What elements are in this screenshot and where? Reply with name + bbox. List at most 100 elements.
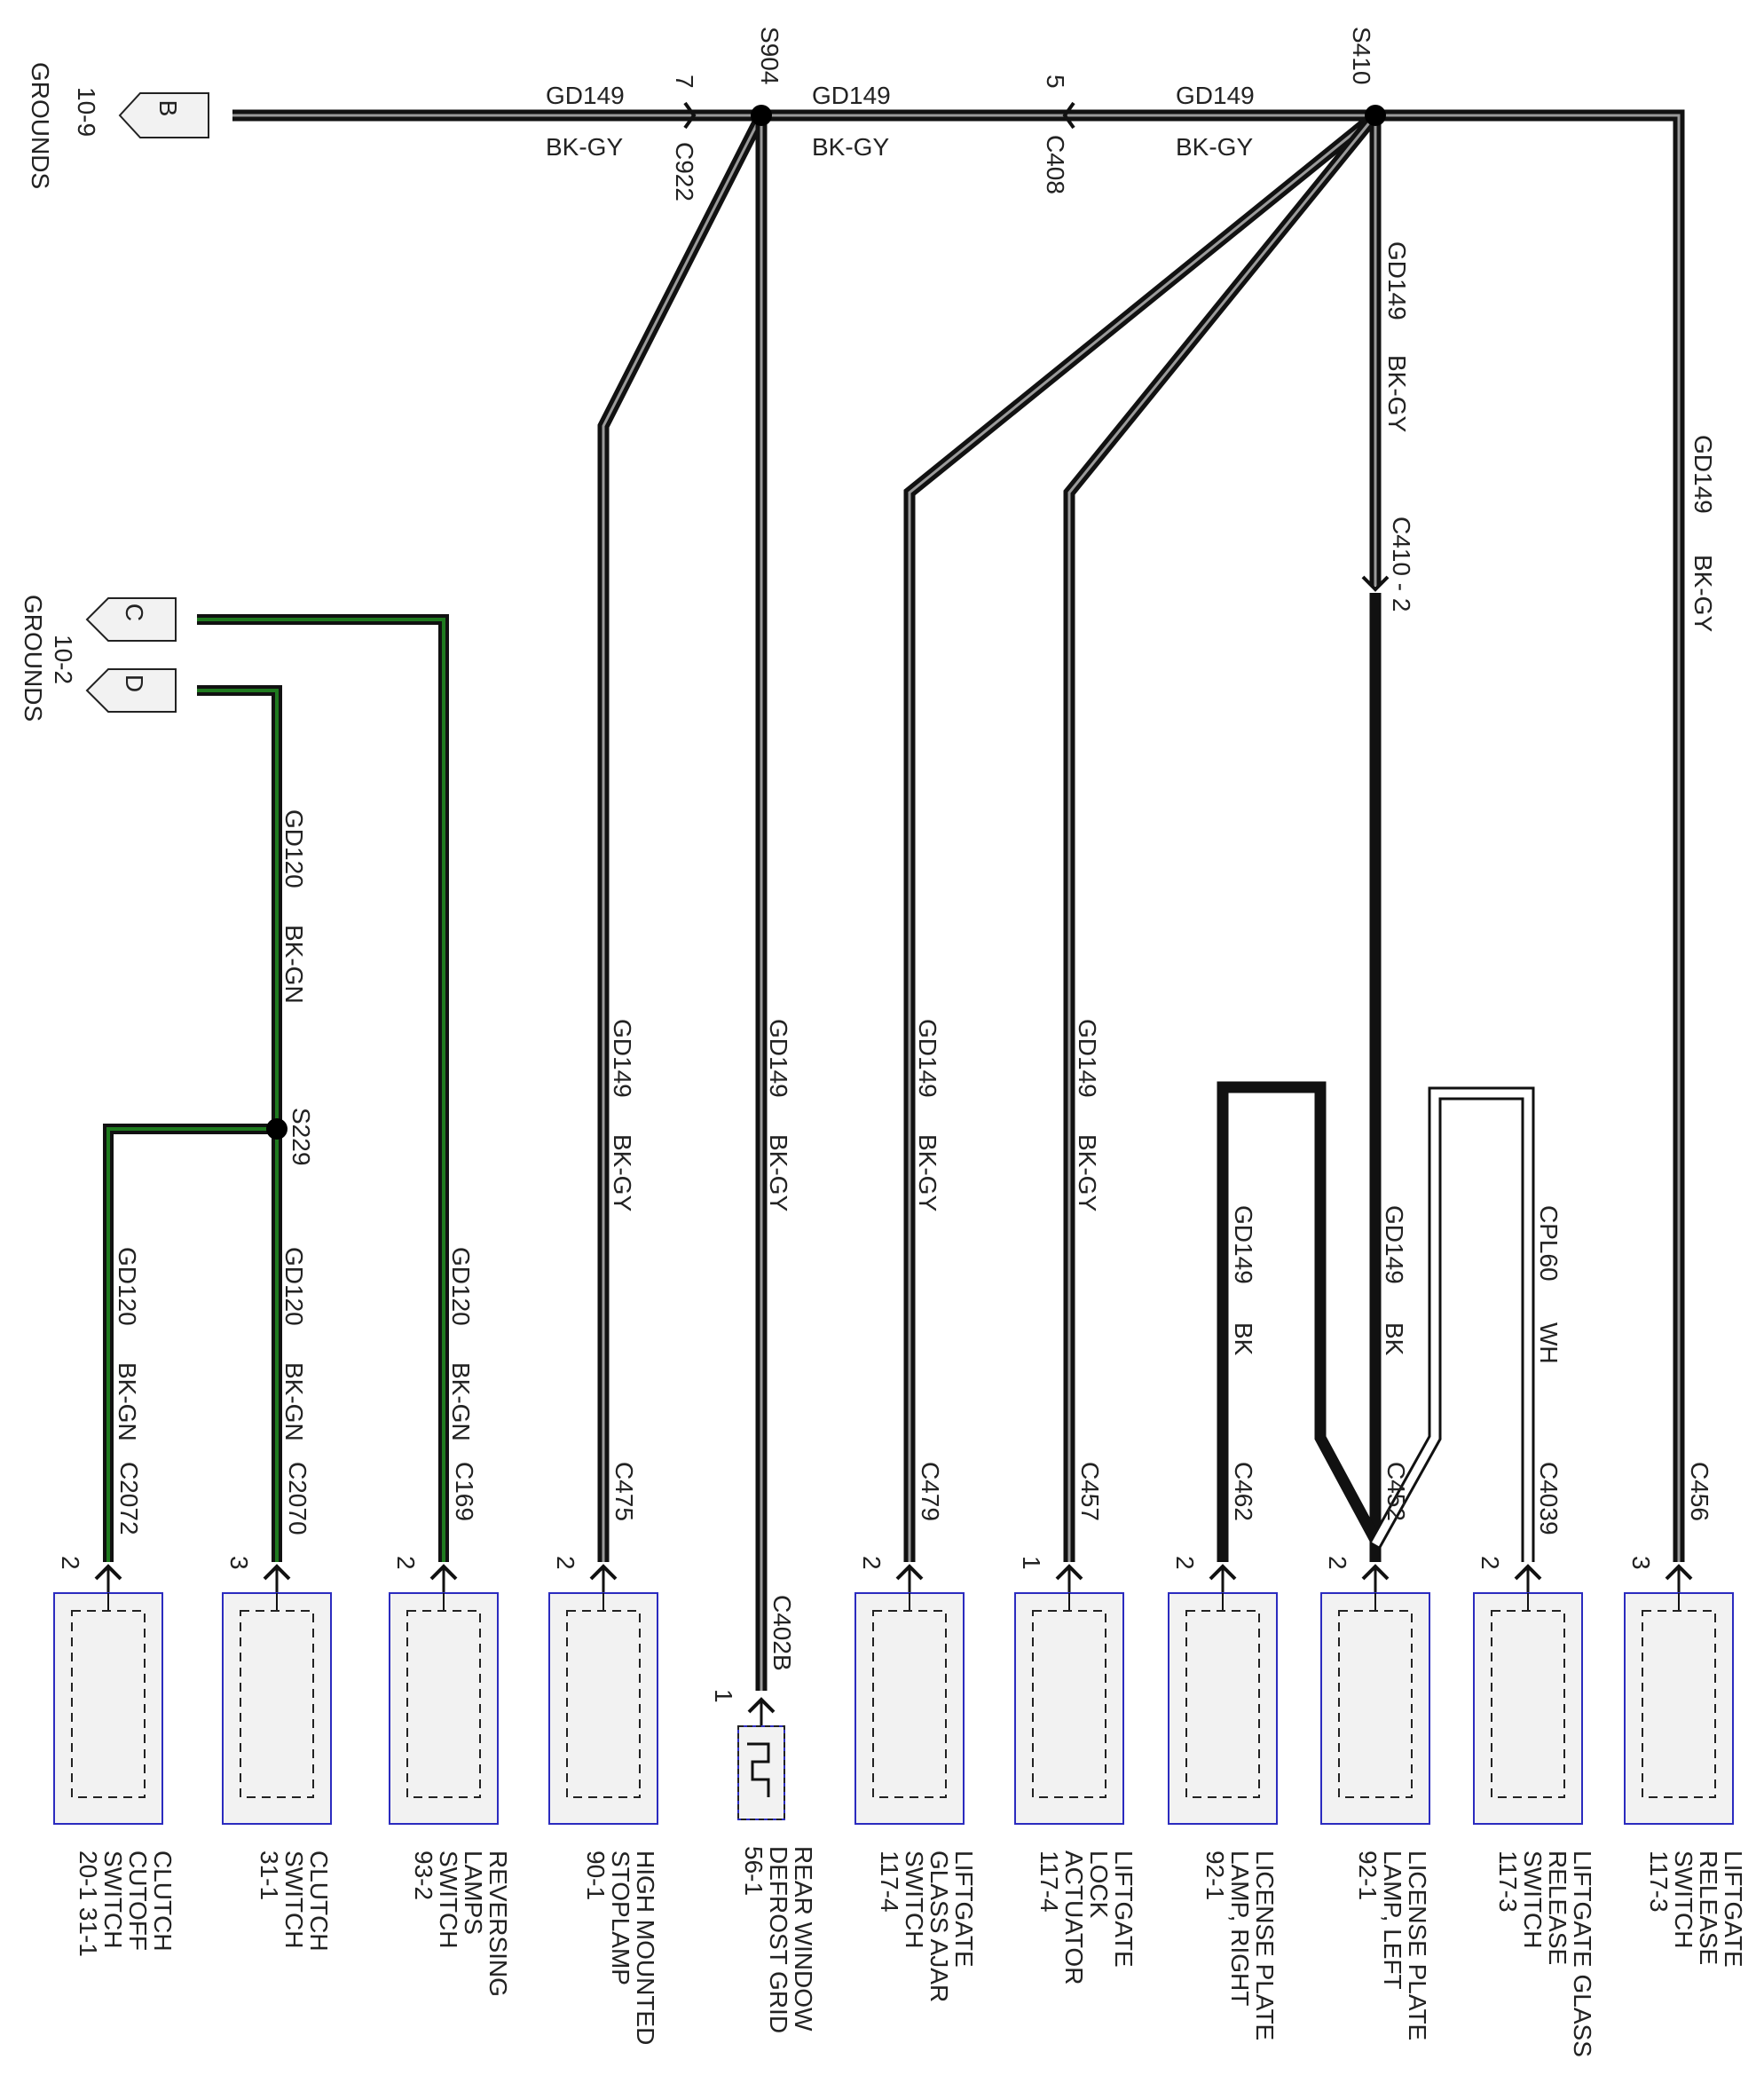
component-inner-dashed xyxy=(1642,1610,1716,1798)
component-name-line: SWITCH xyxy=(280,1850,308,1948)
ground-ref-d[interactable]: D xyxy=(85,668,177,713)
connector-arrow-icon xyxy=(94,1564,122,1581)
component-inner-dashed xyxy=(71,1610,146,1798)
component-pin-label: 2 xyxy=(392,1556,420,1570)
component-name-line: LIFTGATE GLASS xyxy=(1569,1850,1596,2057)
component-connector-label: C402B xyxy=(768,1595,796,1671)
component-name-line: 117-4 xyxy=(1036,1850,1063,1913)
wire-s410-to-c479 xyxy=(903,110,1380,1562)
wire-9-color: BK-GN xyxy=(447,1362,475,1441)
component-connector-label: C479 xyxy=(917,1462,944,1521)
component-body xyxy=(548,1592,658,1825)
connector-arrow-icon xyxy=(263,1564,291,1581)
ground-ref-b-page: 10-9 xyxy=(73,87,100,137)
connector-c922-label: C922 xyxy=(671,142,698,201)
ground-ref-b[interactable]: B xyxy=(118,92,209,138)
component-pin-label: 2 xyxy=(1324,1556,1351,1570)
wire-4-circuit: GD149 xyxy=(1383,241,1411,320)
component-body xyxy=(1168,1592,1278,1825)
component-name-line: 90-1 xyxy=(582,1850,610,1900)
component-connector-label: C456 xyxy=(1686,1462,1713,1521)
connector-c408-icon xyxy=(1062,101,1075,130)
wire-s229-to-c2072 xyxy=(103,1124,277,1562)
connector-arrow-icon xyxy=(589,1564,618,1581)
connector-arrow-icon xyxy=(1055,1564,1083,1581)
component-name-line: CUTOFF xyxy=(124,1850,152,1951)
wire-7-color: BK-GN xyxy=(114,1362,141,1441)
component-pin-label: 2 xyxy=(1171,1556,1199,1570)
ground-ref-b-letter: B xyxy=(154,100,182,117)
ground-ref-c[interactable]: C xyxy=(85,597,177,642)
component-name-line: SWITCH xyxy=(1519,1850,1547,1948)
component-pin-label: 1 xyxy=(1018,1556,1045,1570)
ground-ref-c-letter: C xyxy=(121,604,148,621)
wires-bk xyxy=(1217,593,1382,1562)
wire-16-color: WH xyxy=(1535,1322,1563,1364)
component-name-line: ACTUATOR xyxy=(1060,1850,1088,1984)
component-name-line: REAR WINDOW xyxy=(790,1846,817,2032)
connector-c410-icon xyxy=(1361,575,1390,592)
component-pin-label: 2 xyxy=(552,1556,579,1570)
component-body xyxy=(1014,1592,1124,1825)
connector-arrow-icon xyxy=(747,1697,776,1714)
component-name-line: SWITCH xyxy=(1670,1850,1697,1948)
splice-s410-label: S410 xyxy=(1348,27,1375,84)
component-name-line: RELEASE xyxy=(1695,1850,1722,1965)
component-inner-dashed xyxy=(872,1610,947,1798)
component-name-line: REVERSING xyxy=(484,1850,512,1997)
ground-ref-d-title: GROUNDS xyxy=(20,595,47,722)
component-inner-dashed xyxy=(1185,1610,1260,1798)
component-name-line: 117-3 xyxy=(1494,1850,1522,1913)
connector-arrow-icon xyxy=(1514,1564,1542,1581)
component-name-line: HIGH MOUNTED xyxy=(632,1850,659,2045)
wire-9-circuit: GD120 xyxy=(447,1247,475,1326)
component-name-line: SWITCH xyxy=(901,1850,928,1948)
wires-bk-gy xyxy=(232,109,1685,1691)
component-connector-label: C2070 xyxy=(284,1462,311,1535)
connector-arrow-icon xyxy=(1665,1564,1693,1581)
component-inner-dashed xyxy=(1032,1610,1106,1798)
wire-10-circuit: GD149 xyxy=(609,1019,636,1098)
wire-15-circuit: GD149 xyxy=(1381,1205,1408,1284)
wire-6-circuit: GD120 xyxy=(280,809,308,888)
wire-c452-to-c462 xyxy=(1217,1081,1381,1562)
splice-s229-label: S229 xyxy=(287,1108,315,1165)
component-name-line: LICENSE PLATE xyxy=(1251,1850,1279,2040)
wire-10-color: BK-GY xyxy=(609,1134,636,1211)
component-connector-label: C2072 xyxy=(115,1462,143,1535)
component-name-line: LIFTGATE xyxy=(950,1850,978,1968)
wire-2-color: BK-GY xyxy=(812,133,889,161)
component-name-line: LAMP, LEFT xyxy=(1379,1850,1406,1990)
wire-1-circuit: GD149 xyxy=(546,82,625,109)
component-name-line: 56-1 xyxy=(740,1846,768,1896)
component-name-line: LIFTGATE xyxy=(1110,1850,1138,1968)
wire-2-circuit: GD149 xyxy=(812,82,891,109)
component-name-line: SWITCH xyxy=(99,1850,127,1948)
component-body xyxy=(222,1592,332,1825)
component-name-line: 92-1 xyxy=(1354,1850,1382,1900)
wire-16-circuit: CPL60 xyxy=(1535,1205,1563,1282)
ground-ref-d-letter: D xyxy=(121,675,148,692)
wire-5-color: BK-GY xyxy=(1689,555,1717,632)
component-connector-label: C457 xyxy=(1076,1462,1104,1521)
component-body xyxy=(854,1592,965,1825)
component-name-line: LOCK xyxy=(1085,1850,1113,1919)
wire-ground-d-to-s229 xyxy=(197,685,282,1129)
wire-cpl60-wh xyxy=(1369,1086,1535,1562)
connector-c408-label: C408 xyxy=(1042,135,1069,194)
wire-11-color: BK-GY xyxy=(765,1134,792,1211)
wire-12-color: BK-GY xyxy=(914,1134,941,1211)
component-pin-label: 2 xyxy=(57,1556,84,1570)
connector-c922-pin: 7 xyxy=(671,75,698,89)
